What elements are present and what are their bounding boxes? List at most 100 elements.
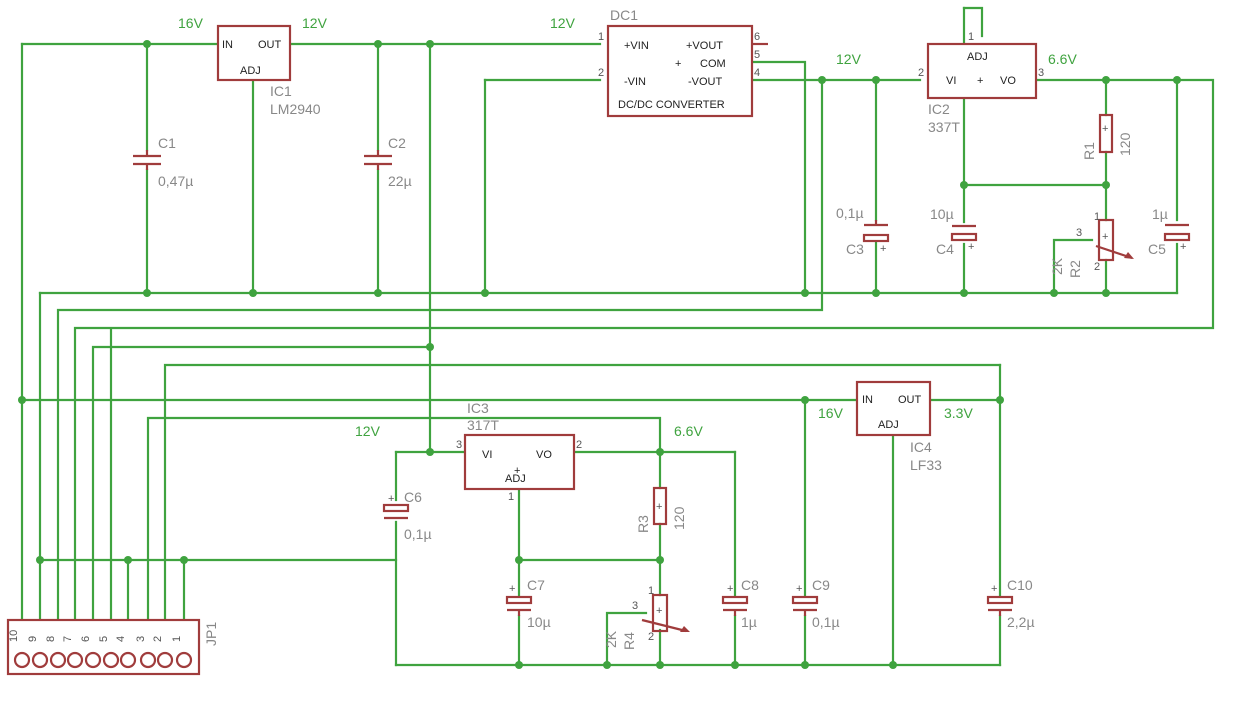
- net-12v-ic1: 12V: [302, 15, 328, 31]
- ic4-value: LF33: [910, 457, 942, 473]
- r2-pin2: 2: [1094, 261, 1100, 273]
- r2-value: 2K: [1049, 257, 1065, 275]
- junctions: [18, 40, 1181, 669]
- jp1-pin-4: 4: [115, 636, 127, 642]
- ic3-pin-adj: ADJ: [505, 473, 526, 485]
- jp1-pin-7: 7: [62, 636, 74, 642]
- c7-plus: +: [509, 583, 515, 595]
- ic2-value: 337T: [928, 119, 960, 135]
- c2-name: C2: [388, 135, 406, 151]
- r2-name: R2: [1067, 260, 1083, 278]
- c5-name: C5: [1148, 241, 1166, 257]
- net-6v6-ic2: 6.6V: [1048, 51, 1077, 67]
- ic2-pin3: 3: [1038, 67, 1044, 79]
- ic3-plus-mark: +: [514, 465, 520, 477]
- r1-name: R1: [1081, 142, 1097, 160]
- capacitor-c9: + C9 0,1µ: [791, 577, 840, 630]
- dc1-pin1: 1: [598, 31, 604, 43]
- ic2-regulator: ADJ VI VO + 1 2 3 IC2 337T: [918, 31, 1044, 135]
- ic2-pin1: 1: [968, 31, 974, 43]
- c4-value: 10µ: [930, 206, 954, 222]
- r2-plus: +: [1102, 231, 1108, 243]
- capacitor-c8: + C8 1µ: [721, 577, 759, 630]
- net-16v-ic4: 16V: [818, 405, 844, 421]
- c3-value: 0,1µ: [836, 205, 864, 221]
- c9-value: 0,1µ: [812, 614, 840, 630]
- dc1-pin6: 6: [754, 31, 760, 43]
- c1-name: C1: [158, 135, 176, 151]
- net-labels: 16V 12V 12V 12V 6.6V 12V 6.6V 16V 3.3V: [178, 15, 1077, 439]
- resistor-r3: + R3 120: [635, 486, 687, 533]
- r4-name: R4: [621, 632, 637, 650]
- capacitor-c3: + 0,1µ C3: [836, 205, 890, 257]
- c4-name: C4: [936, 241, 954, 257]
- c8-name: C8: [741, 577, 759, 593]
- r3-value: 120: [671, 506, 687, 530]
- ic3-pin2: 2: [576, 439, 582, 451]
- r4-value: 2K: [603, 630, 619, 648]
- resistor-r1: + R1 120: [1081, 113, 1133, 160]
- r1-value: 120: [1117, 132, 1133, 156]
- r4-pin1: 1: [648, 585, 654, 597]
- capacitor-c1: C1 0,47µ: [133, 135, 193, 189]
- dc1-name: DC1: [610, 7, 638, 23]
- c3-name: C3: [846, 241, 864, 257]
- ic1-name: IC1: [270, 83, 292, 99]
- ic1-regulator: IN OUT ADJ IC1 LM2940: [216, 24, 321, 117]
- c3-plus: +: [880, 243, 886, 255]
- jp1-pin-3: 3: [135, 636, 147, 642]
- dc1-pin5: 5: [754, 49, 760, 61]
- ic3-regulator: VI VO ADJ + 3 2 1 IC3 317T: [456, 400, 582, 503]
- dc1-vout-minus: -VOUT: [688, 76, 723, 88]
- r4-pin3: 3: [632, 600, 638, 612]
- ic2-pin-vo: VO: [1000, 75, 1016, 87]
- ic3-pin3: 3: [456, 439, 462, 451]
- c5-plus: +: [1180, 241, 1186, 253]
- ic4-pin-out: OUT: [898, 394, 922, 406]
- jp1-pin-10: 10: [8, 630, 20, 642]
- capacitor-c2: C2 22µ: [364, 135, 412, 189]
- c6-name: C6: [404, 489, 422, 505]
- ic2-plus-mark: +: [977, 75, 983, 87]
- c7-value: 10µ: [527, 614, 551, 630]
- net-16v-top: 16V: [178, 15, 204, 31]
- jp1-pin-5: 5: [98, 636, 110, 642]
- capacitor-c6: + C6 0,1µ: [382, 489, 432, 542]
- ic2-pin-vi: VI: [946, 75, 956, 87]
- ic1-pin-out: OUT: [258, 39, 282, 51]
- capacitor-c10: + C10 2,2µ: [986, 577, 1035, 630]
- ic3-pin-vo: VO: [536, 449, 552, 461]
- c1-value: 0,47µ: [158, 173, 193, 189]
- jp1-pin-6: 6: [80, 636, 92, 642]
- ic3-pin-vi: VI: [482, 449, 492, 461]
- ic4-regulator: IN OUT ADJ IC4 LF33: [855, 380, 942, 473]
- c10-name: C10: [1007, 577, 1033, 593]
- r4-pin2: 2: [648, 631, 654, 643]
- c8-plus: +: [727, 583, 733, 595]
- dc1-vin-plus: +VIN: [624, 40, 649, 52]
- r4-plus: +: [656, 605, 662, 617]
- net-6v6-ic3: 6.6V: [674, 423, 703, 439]
- dc1-plus-mark: +: [675, 58, 681, 70]
- ic1-pin-adj: ADJ: [240, 65, 261, 77]
- c7-name: C7: [527, 577, 545, 593]
- connector-jp1: 10 9 8 7 6 5 4 3 2 1 JP1: [6, 618, 219, 676]
- ic1-value: LM2940: [270, 101, 321, 117]
- potentiometer-r4: + 1 2 3 2K R4: [603, 585, 690, 650]
- dc1-vin-minus: -VIN: [624, 76, 646, 88]
- c2-value: 22µ: [388, 173, 412, 189]
- r3-name: R3: [635, 515, 651, 533]
- jp1-pin-8: 8: [45, 636, 57, 642]
- ic2-pin-adj: ADJ: [967, 51, 988, 63]
- net-12v-dc1: 12V: [550, 15, 576, 31]
- dc1-pin4: 4: [754, 67, 760, 79]
- jp1-pin-1: 1: [171, 636, 183, 642]
- ic4-pin-adj: ADJ: [878, 419, 899, 431]
- c6-plus: +: [388, 493, 394, 505]
- c10-plus: +: [991, 583, 997, 595]
- dc1-vout-plus: +VOUT: [686, 40, 723, 52]
- ic3-value: 317T: [467, 417, 499, 433]
- c10-value: 2,2µ: [1007, 614, 1035, 630]
- net-12v-ic2: 12V: [836, 51, 862, 67]
- ic1-pin-in: IN: [222, 39, 233, 51]
